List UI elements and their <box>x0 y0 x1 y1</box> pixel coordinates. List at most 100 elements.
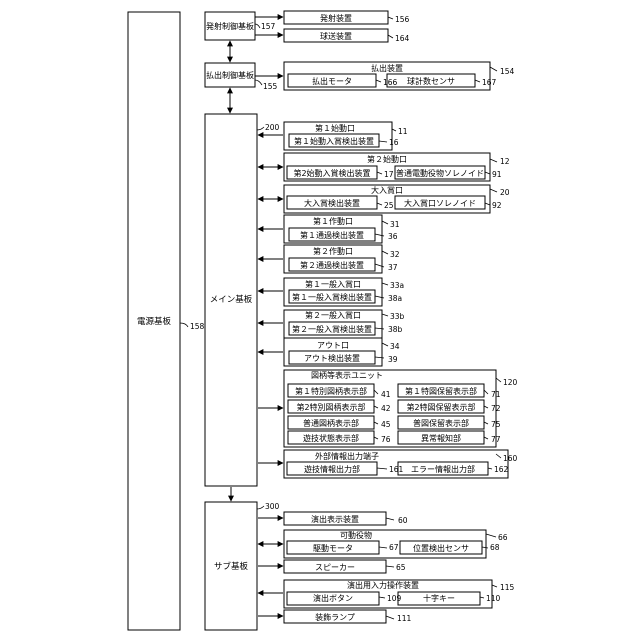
game-info-output-ref: 161 <box>389 465 404 474</box>
speaker-ref: 65 <box>396 563 406 572</box>
ref-leader <box>484 406 488 408</box>
ref-leader <box>492 585 497 587</box>
gate1-detector-label: 第１通過検出装置 <box>300 230 364 240</box>
start1-detector-ref: 16 <box>389 138 399 147</box>
launch-device-ref: 156 <box>395 15 410 24</box>
effect-display-label: 演出表示装置 <box>311 514 359 524</box>
ref-leader <box>484 390 488 394</box>
ref-leader <box>382 283 388 285</box>
out-label: アウト口 <box>317 341 349 350</box>
ref-leader <box>257 506 264 509</box>
ref-leader <box>496 454 501 458</box>
speaker-label: スピーカー <box>315 563 355 572</box>
ref-leader <box>375 234 384 236</box>
emission-board-label: 発射制御基板 <box>206 21 254 31</box>
ball-feed-ref: 164 <box>395 34 410 43</box>
game-info-output-label: 遊技情報出力部 <box>304 464 360 474</box>
general1-label: 第１一般入賞口 <box>305 279 361 289</box>
cross-key-label: 十字キー <box>423 593 455 603</box>
gate1-detector-ref: 36 <box>388 232 398 241</box>
general1-ref: 33a <box>390 281 404 290</box>
ref-leader <box>374 422 378 424</box>
ball-feed-label: 球送装置 <box>320 31 352 41</box>
effect-button-ref: 109 <box>387 594 402 603</box>
ball-count-sensor-label: 球計数センサ <box>407 76 455 86</box>
ref-leader <box>374 390 378 394</box>
display-item-label: 遊技状態表示部 <box>303 433 359 443</box>
ref-leader <box>484 422 488 424</box>
ext-output-label: 外部情報出力端子 <box>315 451 379 461</box>
ref-leader <box>379 597 385 598</box>
gate1-label: 第１作動口 <box>313 216 353 226</box>
start2-detector-label: 第2始動入賞検出装置 <box>293 168 370 178</box>
main-board-ref: 200 <box>265 123 280 132</box>
ref-leader <box>379 547 387 548</box>
cross-key-ref: 110 <box>486 594 501 603</box>
start2-solenoid-ref: 91 <box>492 170 502 179</box>
general1-detector-label: 第１一般入賞検出装置 <box>292 292 372 302</box>
sub-board-ref: 300 <box>265 502 280 511</box>
launch-device-label: 発射装置 <box>320 13 352 23</box>
out-detector-label: アウト検出装置 <box>304 353 360 363</box>
ref-leader <box>392 129 396 131</box>
decorative-lamp-ref: 111 <box>397 614 412 623</box>
ref-leader <box>485 172 490 174</box>
display-item-label: 普図保留表示部 <box>413 418 469 428</box>
ref-leader <box>255 24 260 28</box>
drive-motor-label: 駆動モータ <box>313 544 353 553</box>
ref-leader <box>257 127 264 130</box>
ref-leader <box>374 406 378 408</box>
start1-label: 第１始動口 <box>315 123 355 133</box>
ref-leader <box>375 296 384 298</box>
ref-leader <box>480 597 484 598</box>
general2-ref: 33b <box>390 312 405 321</box>
ref-leader <box>375 264 384 267</box>
position-sensor-ref: 68 <box>490 543 500 552</box>
position-sensor-label: 位置検出センサ <box>413 543 469 553</box>
ref-leader <box>382 221 388 224</box>
gate2-label: 第２作動口 <box>313 246 353 256</box>
error-info-output-ref: 162 <box>494 465 509 474</box>
general2-detector-label: 第２一般入賞検出装置 <box>292 324 372 334</box>
error-info-output-label: エラー情報出力部 <box>411 464 475 474</box>
ref-leader <box>388 35 393 38</box>
input-device-ref: 115 <box>500 583 515 592</box>
out-detector-ref: 39 <box>388 355 398 364</box>
display-item-label: 普通図柄表示部 <box>303 418 359 428</box>
ball-count-sensor-ref: 167 <box>482 78 497 87</box>
display-item-ref: 45 <box>381 420 391 429</box>
display-item-label: 第2特別図柄表示部 <box>296 402 365 412</box>
ref-leader <box>485 203 490 205</box>
display-unit-ref: 120 <box>503 378 518 387</box>
ref-leader <box>382 314 388 316</box>
input-device-label: 演出用入力操作装置 <box>347 580 419 590</box>
out-ref: 34 <box>390 342 400 351</box>
gate2-detector-ref: 37 <box>388 263 398 272</box>
gate1-ref: 31 <box>390 220 400 229</box>
power-board-label: 電源基板 <box>137 316 172 327</box>
ref-leader <box>255 80 262 85</box>
ref-leader <box>490 67 497 71</box>
start1-ref: 11 <box>398 127 408 136</box>
ref-leader <box>375 357 384 358</box>
ref-leader <box>374 437 378 439</box>
display-unit-label: 図柄等表示ユニット <box>311 370 383 380</box>
display-item-ref: 41 <box>381 390 391 399</box>
display-item-ref: 76 <box>381 435 391 444</box>
effect-button-label: 演出ボタン <box>313 593 353 603</box>
gate2-ref: 32 <box>390 250 400 259</box>
payout-motor-ref: 166 <box>383 78 398 87</box>
ref-leader <box>382 251 388 254</box>
ref-leader <box>379 141 387 142</box>
payout-board-label: 払出制御基板 <box>206 70 254 80</box>
start2-solenoid-label: 普通電動役物ソレノイド <box>396 168 484 178</box>
display-item-label: 第2特図保留表示部 <box>406 402 475 412</box>
display-item-label: 第１特図保留表示部 <box>405 386 477 396</box>
ref-leader <box>496 378 501 382</box>
ref-leader <box>180 323 188 327</box>
gate2-detector-label: 第２通過検出装置 <box>300 260 364 270</box>
payout-device-ref: 154 <box>500 67 515 76</box>
start2-label: 第２始動口 <box>367 154 407 164</box>
general2-detector-ref: 38b <box>388 325 403 334</box>
ref-leader <box>488 468 492 469</box>
